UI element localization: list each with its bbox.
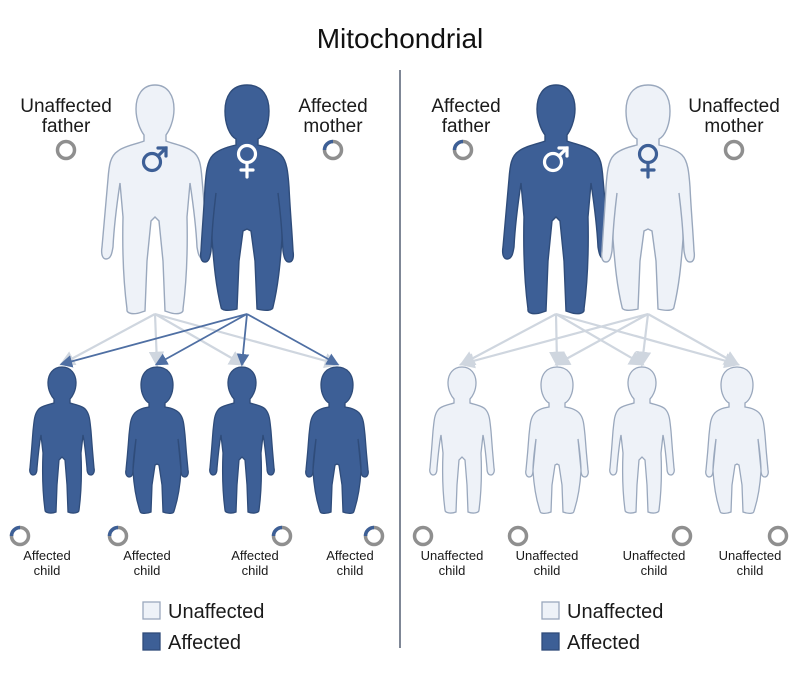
- mitochondria-ring-icon: [322, 139, 344, 161]
- parent-label-line1: Affected: [431, 96, 500, 117]
- mitochondria-ring-icon: [723, 139, 745, 161]
- affected-inheritance-arrow: [236, 313, 250, 367]
- child-label-line2: child: [439, 563, 466, 578]
- legend-affected-swatch: [142, 632, 161, 651]
- child-label-line1: Unaffected: [719, 548, 782, 563]
- child-label-line1: Affected: [23, 548, 70, 563]
- child-label-line1: Unaffected: [516, 548, 579, 563]
- child-label-line2: child: [534, 563, 561, 578]
- mitochondria-ring-icon: [55, 139, 77, 161]
- male-symbol-icon: [542, 146, 569, 173]
- child-label-line2: child: [737, 563, 764, 578]
- unaffected-inheritance-arrow: [555, 313, 645, 366]
- mitochondria-ring-icon: [452, 139, 474, 161]
- parent-label-line2: father: [442, 116, 491, 137]
- unaffected-mother-figure: [600, 84, 696, 312]
- unaffected-inheritance-arrow: [154, 313, 245, 366]
- legend-affected-label: Affected: [567, 632, 640, 654]
- affected-child-figure: [209, 366, 275, 514]
- unaffected-child-figure: [705, 366, 769, 515]
- unaffected-inheritance-arrow: [647, 313, 740, 366]
- legend-unaffected-label: Unaffected: [567, 601, 663, 623]
- legend-unaffected-swatch: [142, 601, 161, 620]
- unaffected-child-figure: [429, 366, 495, 514]
- mitochondria-ring-icon: [767, 525, 789, 547]
- mitochondria-ring-icon: [507, 525, 529, 547]
- affected-child-figure: [125, 366, 189, 515]
- parent-label-line1: Affected: [298, 96, 367, 117]
- unaffected-child-figure: [525, 366, 589, 515]
- female-symbol-icon: [637, 143, 659, 179]
- mitochondria-ring-icon: [271, 525, 293, 547]
- unaffected-inheritance-arrow: [154, 312, 340, 369]
- child-label-line1: Unaffected: [623, 548, 686, 563]
- parent-label-line2: mother: [303, 116, 363, 137]
- affected-inheritance-arrow: [154, 313, 248, 366]
- unaffected-inheritance-arrow: [554, 313, 649, 366]
- legend-affected-swatch: [541, 632, 560, 651]
- legend-unaffected-swatch: [541, 601, 560, 620]
- unaffected-inheritance-arrow: [459, 313, 557, 366]
- diagram-title: Mitochondrial: [317, 23, 484, 54]
- parent-label-line2: mother: [704, 116, 764, 137]
- child-label-line1: Unaffected: [421, 548, 484, 563]
- parent-label-line2: father: [42, 116, 91, 137]
- affected-father-figure: [501, 84, 611, 315]
- child-label-line1: Affected: [123, 548, 170, 563]
- mitochondria-ring-icon: [363, 525, 385, 547]
- affected-child-figure: [29, 366, 95, 514]
- child-label-line1: Affected: [326, 548, 373, 563]
- unaffected-child-figure: [609, 366, 675, 514]
- unaffected-inheritance-arrow: [555, 312, 740, 369]
- male-symbol-icon: [141, 146, 168, 173]
- affected-inheritance-arrow: [59, 313, 248, 368]
- unaffected-inheritance-arrow: [459, 312, 649, 369]
- child-label-line2: child: [134, 563, 161, 578]
- unaffected-father-figure: [100, 84, 210, 315]
- mitochondria-ring-icon: [107, 525, 129, 547]
- unaffected-inheritance-arrow: [635, 313, 652, 368]
- child-label-line2: child: [641, 563, 668, 578]
- affected-inheritance-arrow: [246, 313, 340, 366]
- female-symbol-icon: [236, 143, 258, 179]
- mitochondria-ring-icon: [671, 525, 693, 547]
- parent-label-line1: Unaffected: [688, 96, 780, 117]
- legend-unaffected-label: Unaffected: [168, 601, 264, 623]
- parent-label-line1: Unaffected: [20, 96, 112, 117]
- affected-child-figure: [305, 366, 369, 515]
- child-label-line2: child: [34, 563, 61, 578]
- child-label-line2: child: [242, 563, 269, 578]
- mitochondria-ring-icon: [9, 525, 31, 547]
- mitochondria-ring-icon: [412, 525, 434, 547]
- inheritance-arrows: [59, 312, 740, 369]
- unaffected-inheritance-arrow: [59, 313, 156, 366]
- child-label-line2: child: [337, 563, 364, 578]
- people-labels: UnaffectedfatherAffectedmotherAffectedch…: [9, 96, 789, 578]
- people-figures: [29, 84, 769, 515]
- affected-mother-figure: [199, 84, 295, 312]
- legend-affected-label: Affected: [168, 632, 241, 654]
- child-label-line1: Affected: [231, 548, 278, 563]
